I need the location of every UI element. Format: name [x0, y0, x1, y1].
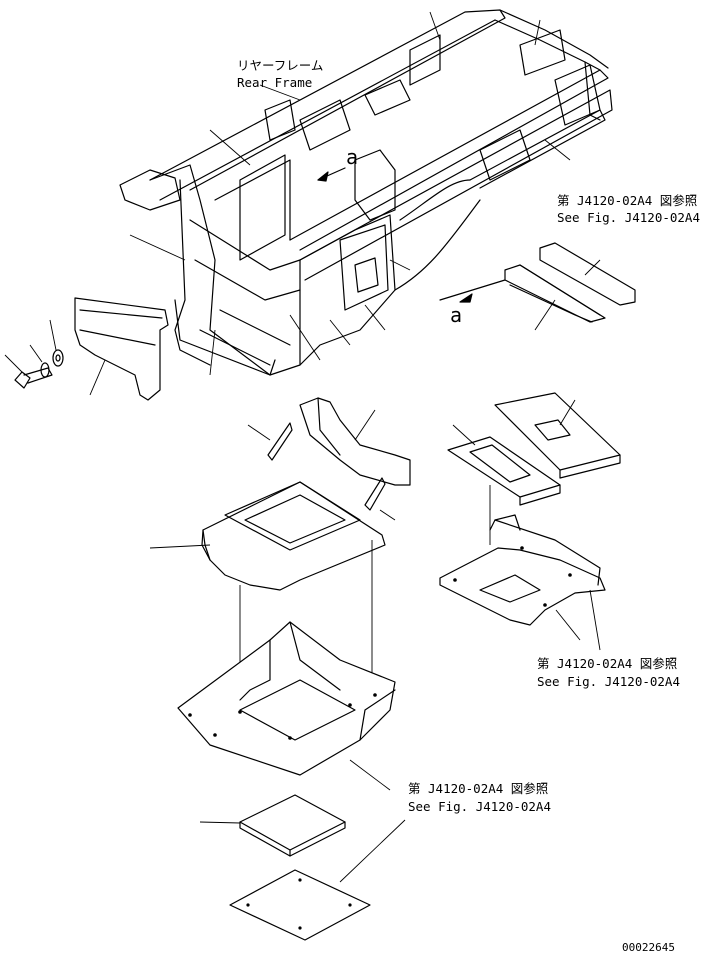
reference-2-en: See Fig. J4120-02A4 — [537, 674, 680, 689]
wedge-right — [364, 477, 396, 521]
floor-side-wall — [299, 397, 411, 486]
pad — [199, 794, 346, 857]
rear-frame-label-jp: リヤーフレーム — [237, 58, 323, 73]
reference-3-en: See Fig. J4120-02A4 — [408, 799, 551, 814]
floor-plate — [149, 481, 386, 591]
reference-1-jp: 第 J4120-02A4 図参照 — [557, 193, 697, 208]
rear-frame-label-en: Rear Frame — [237, 75, 312, 90]
strip-part — [439, 242, 636, 331]
reference-3-jp: 第 J4120-02A4 図参照 — [408, 781, 548, 796]
view-a-marker-2: a — [450, 303, 462, 327]
floor-sub-plate — [439, 514, 606, 651]
mat-upper — [494, 392, 621, 479]
bolt — [4, 354, 53, 389]
view-a-marker-1: a — [346, 145, 358, 169]
rear-frame — [119, 9, 613, 376]
mat-lower — [447, 424, 561, 506]
spring-washer — [29, 344, 50, 378]
cover-plate — [229, 819, 406, 941]
reference-1-en: See Fig. J4120-02A4 — [557, 210, 700, 225]
floor-lower-plate — [177, 621, 396, 791]
flat-washer — [49, 319, 64, 367]
side-bracket — [74, 297, 169, 401]
reference-2-jp: 第 J4120-02A4 図参照 — [537, 656, 677, 671]
wedge-left — [247, 422, 293, 461]
drawing-number: 00022645 — [622, 941, 675, 954]
